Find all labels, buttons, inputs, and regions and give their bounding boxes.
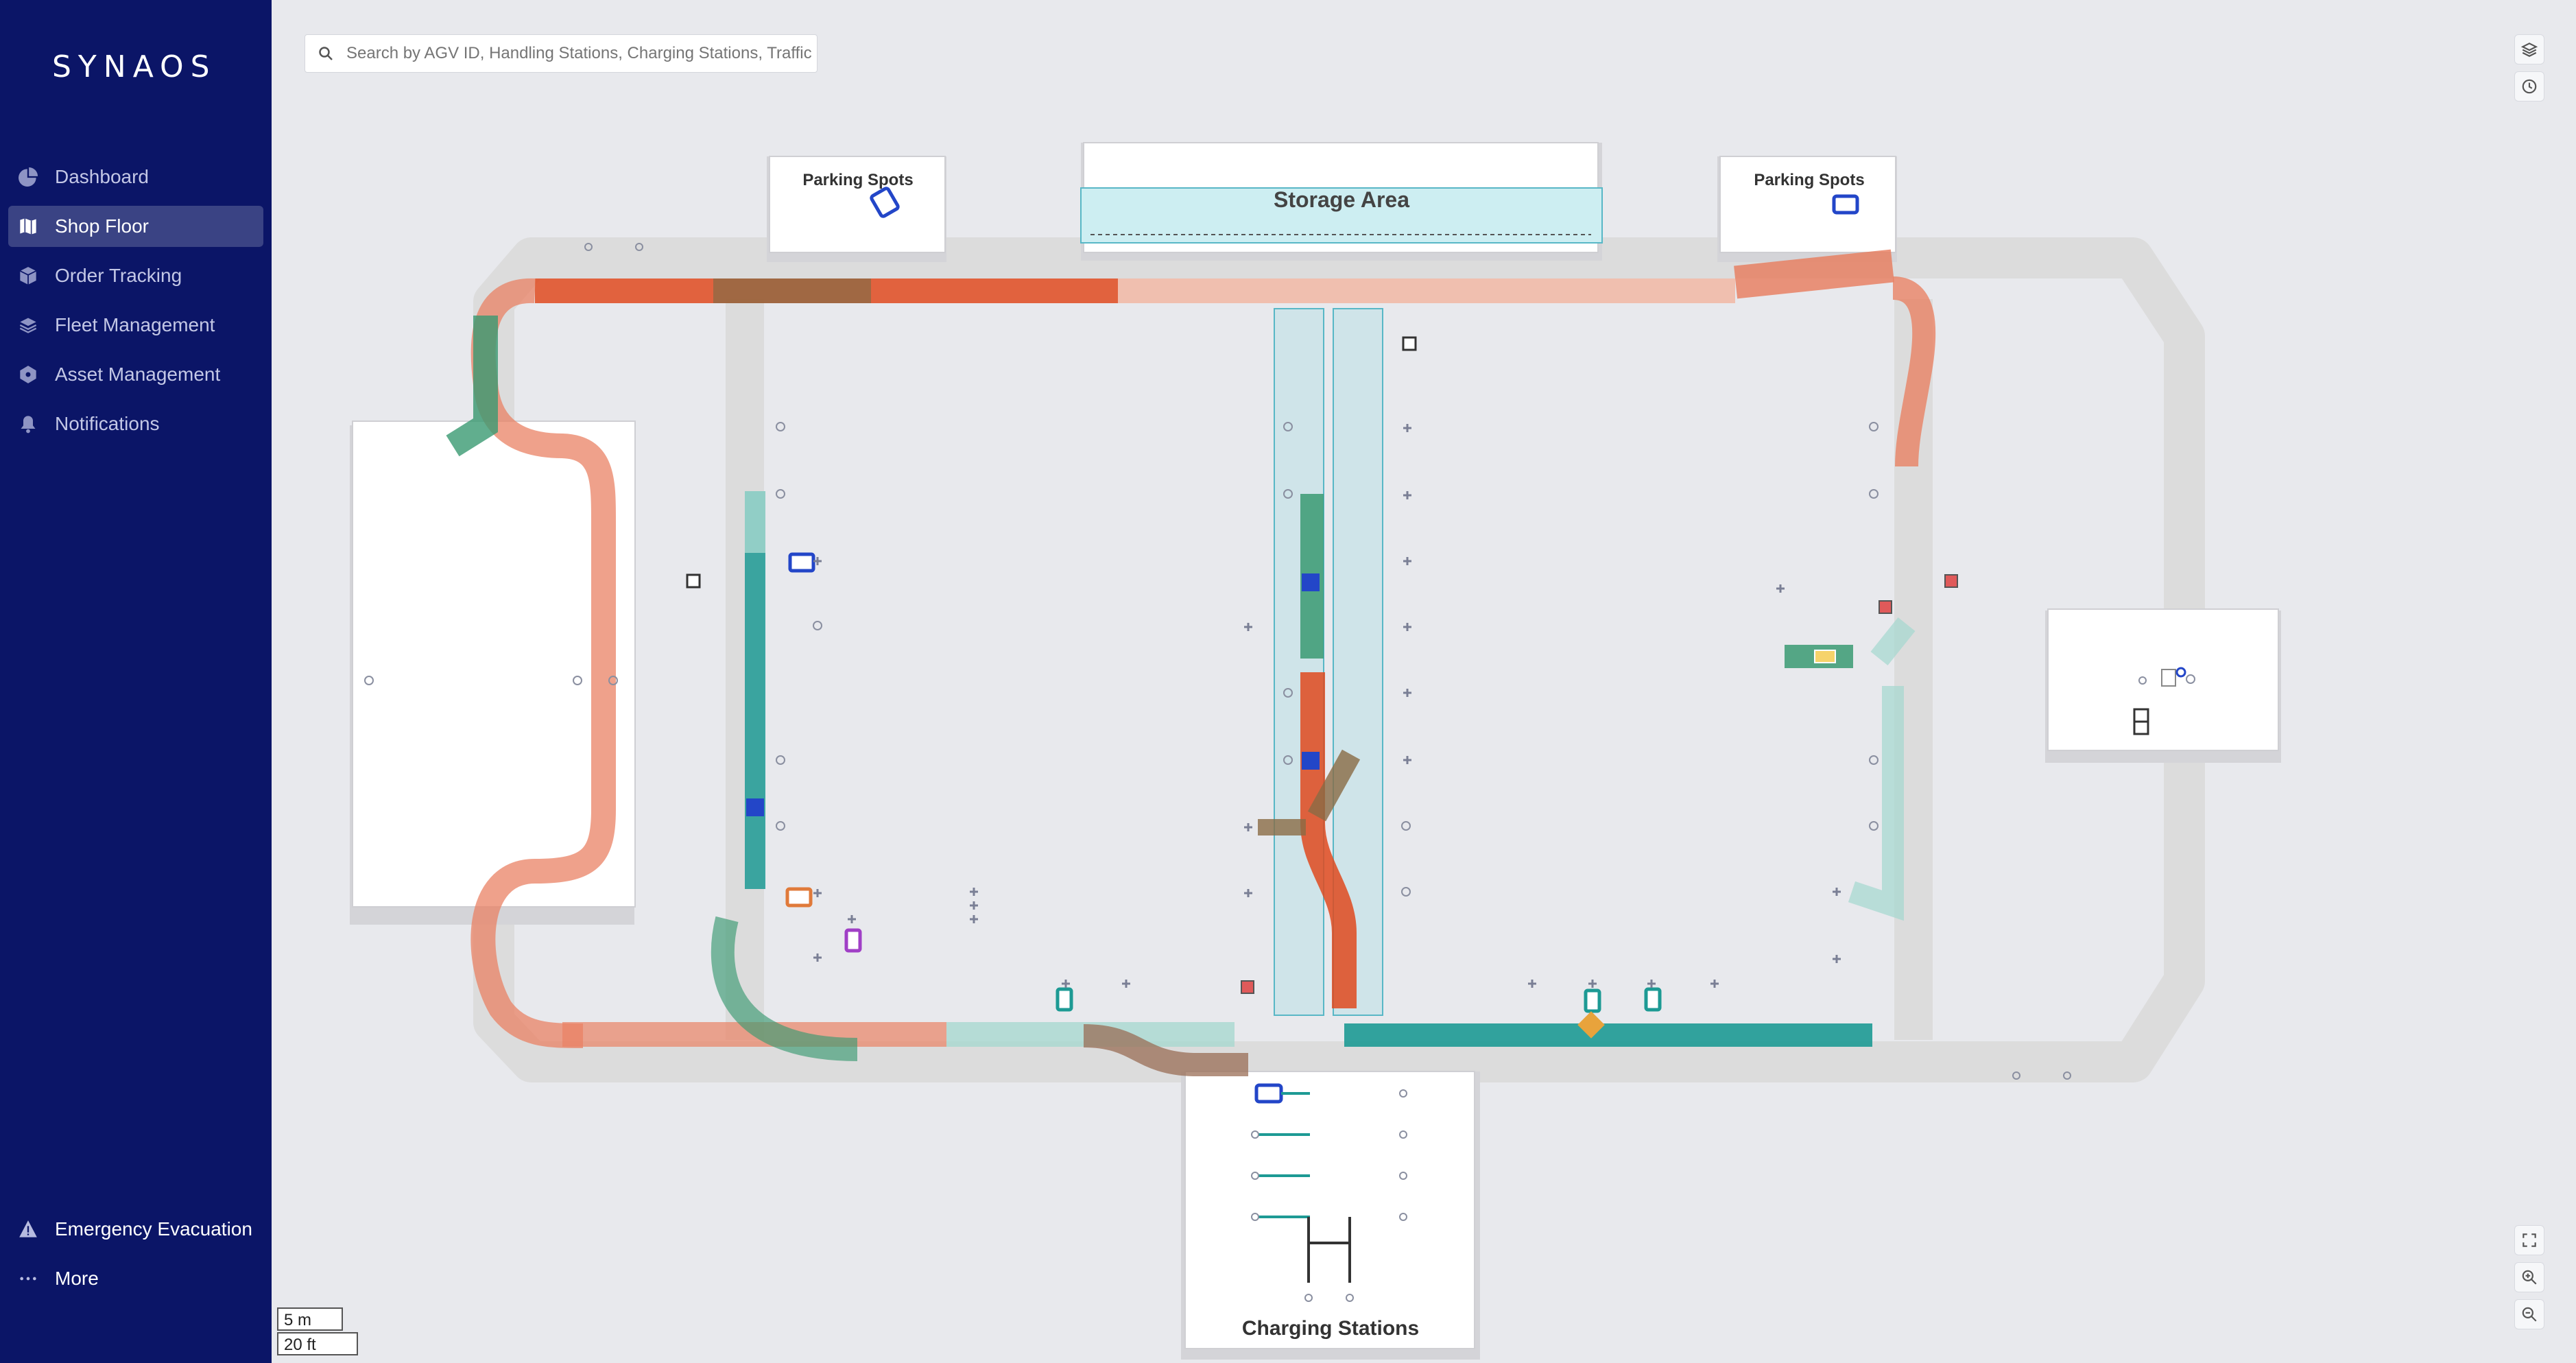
waypoints (364, 243, 2195, 1302)
parking-left-label: Parking Spots (802, 171, 913, 189)
zoom-in-icon (2522, 1270, 2537, 1285)
sidebar-item-fleet-management[interactable]: Fleet Management (8, 305, 263, 346)
sidebar-item-dashboard[interactable]: Dashboard (8, 156, 263, 198)
agv-markers (686, 336, 1958, 1039)
zone-storage-area[interactable]: Storage Area (1080, 142, 1603, 261)
sidebar-item-shop-floor[interactable]: Shop Floor (8, 206, 263, 247)
route-bottom (562, 916, 1872, 1076)
route-top (535, 249, 1894, 303)
agv-marker[interactable] (746, 798, 764, 816)
agv-marker[interactable] (1584, 988, 1601, 1013)
agv-marker[interactable] (1832, 194, 1859, 215)
sidebar-item-label: Dashboard (55, 166, 149, 187)
parking-right-label: Parking Spots (1754, 171, 1864, 189)
clock-icon (2522, 79, 2537, 94)
zoom-in-button[interactable] (2514, 1262, 2544, 1292)
sidebar-item-label: Asset Management (55, 364, 221, 385)
cube-icon (18, 364, 38, 385)
zone-charging-stations[interactable]: Charging Stations (1181, 1071, 1480, 1360)
pie-chart-icon (18, 167, 38, 187)
sidebar-item-label: Shop Floor (55, 215, 149, 237)
emergency-evacuation-button[interactable]: Emergency Evacuation (8, 1209, 263, 1250)
ellipsis-icon (18, 1268, 38, 1289)
storage-racks (1274, 308, 1383, 1016)
sidebar-item-label: Notifications (55, 413, 160, 434)
agv-marker[interactable] (844, 928, 862, 953)
layers-icon (2520, 43, 2538, 57)
map-icon (18, 216, 38, 237)
route-center (1258, 494, 1361, 1008)
route-vertical-left (745, 491, 765, 889)
sidebar-item-notifications[interactable]: Notifications (8, 403, 263, 445)
warning-icon (18, 1219, 38, 1240)
agv-marker[interactable] (1644, 987, 1662, 1012)
app-logo: SYNAOS (52, 49, 217, 84)
charging-stations-label: Charging Stations (1242, 1317, 1419, 1340)
zoom-out-icon (2522, 1307, 2537, 1322)
emergency-label: Emergency Evacuation (55, 1218, 252, 1240)
layers-icon (18, 315, 38, 335)
zoom-out-button[interactable] (2514, 1299, 2544, 1329)
sidebar: SYNAOS Dashboard Shop Floor Order Tracki… (0, 0, 272, 1363)
more-button[interactable]: More (8, 1258, 263, 1299)
sidebar-item-label: Fleet Management (55, 314, 215, 335)
search-input[interactable] (345, 43, 814, 64)
search-bar[interactable] (305, 34, 818, 73)
search-icon (319, 47, 333, 60)
fullscreen-icon (2523, 1233, 2536, 1247)
zone-parking-left[interactable]: Parking Spots (767, 156, 946, 262)
scale-imperial: 20 ft (277, 1332, 358, 1355)
zone-parking-right[interactable]: Parking Spots (1717, 156, 1897, 262)
route-left-loop (446, 278, 616, 1048)
agv-marker[interactable] (1056, 987, 1073, 1012)
route-right (1785, 276, 1936, 921)
sidebar-item-label: Order Tracking (55, 265, 182, 286)
agv-marker[interactable] (788, 552, 815, 573)
sidebar-item-asset-management[interactable]: Asset Management (8, 354, 263, 395)
zone-right-station[interactable] (2045, 608, 2281, 763)
crosshair-nodes (813, 424, 1841, 988)
agv-marker[interactable] (1577, 1011, 1605, 1039)
history-button[interactable] (2514, 71, 2544, 102)
sidebar-item-order-tracking[interactable]: Order Tracking (8, 255, 263, 296)
scale-metric: 5 m (277, 1307, 343, 1331)
agv-marker[interactable] (870, 187, 900, 218)
agv-marker[interactable] (1302, 573, 1320, 591)
layers-button[interactable] (2514, 34, 2544, 64)
fullscreen-button[interactable] (2514, 1225, 2544, 1255)
agv-marker[interactable] (1302, 752, 1320, 770)
shop-floor-map[interactable]: Parking Spots Parking Spots Storage Area… (272, 0, 2576, 1363)
more-label: More (55, 1268, 99, 1289)
box-icon (18, 265, 38, 286)
storage-area-label: Storage Area (1274, 187, 1409, 212)
agv-marker[interactable] (785, 887, 813, 908)
bell-icon (18, 414, 38, 434)
